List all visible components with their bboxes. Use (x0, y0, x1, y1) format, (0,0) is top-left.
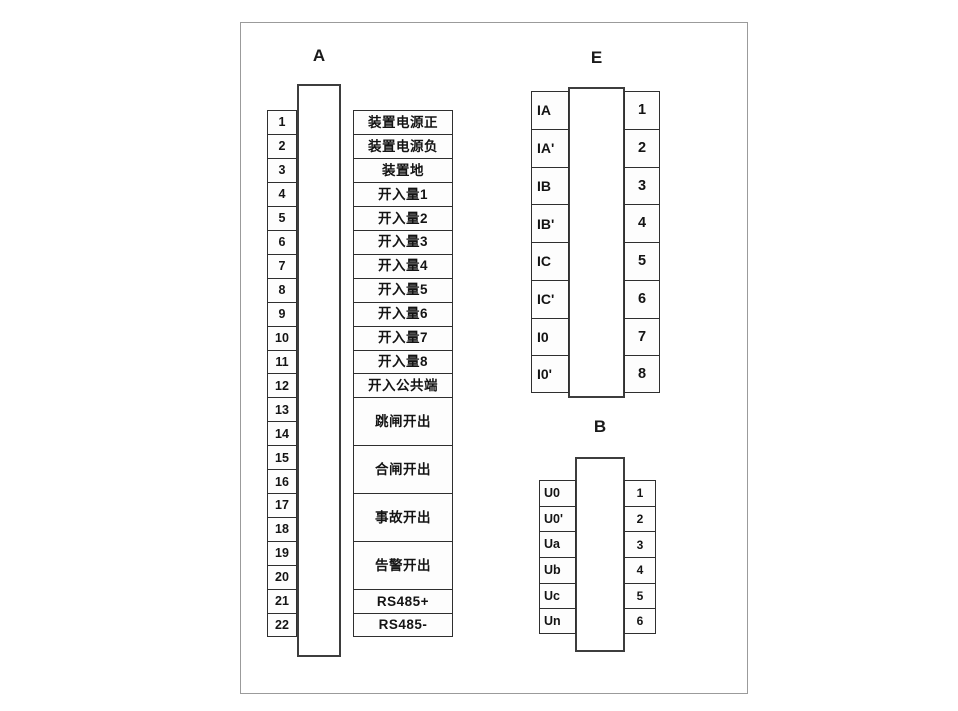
terminal-pin-a-20: 20 (267, 565, 297, 590)
terminal-pin-a-17: 17 (267, 493, 297, 518)
terminal-label-a-9: 开入量6 (353, 301, 453, 326)
terminal-pin-a-7: 7 (267, 253, 297, 278)
terminal-pin-a-18: 18 (267, 517, 297, 542)
terminal-label-e-5: IC (531, 242, 569, 280)
terminal-pin-b-6: 6 (624, 608, 656, 634)
terminal-pin-e-8: 8 (624, 355, 660, 393)
terminal-label-e-7: I0 (531, 317, 569, 356)
terminal-pin-e-7: 7 (624, 317, 660, 356)
terminal-pin-b-3: 3 (624, 531, 656, 557)
terminal-label-b-4: Ub (539, 556, 576, 583)
terminal-pin-a-10: 10 (267, 325, 297, 350)
terminal-label-a-5: 开入量2 (353, 205, 453, 230)
terminal-pin-a-16: 16 (267, 469, 297, 494)
terminal-pin-e-3: 3 (624, 166, 660, 205)
terminal-label-a-8: 开入量5 (353, 277, 453, 302)
terminal-pin-a-14: 14 (267, 421, 297, 446)
connector-body-a (297, 84, 341, 657)
terminal-pin-e-6: 6 (624, 279, 660, 318)
terminal-pin-e-4: 4 (624, 204, 660, 242)
terminal-label-e-4: IB' (531, 204, 569, 242)
terminal-label-e-3: IB (531, 166, 569, 205)
terminal-label-a-3: 装置地 (353, 157, 453, 182)
terminal-label-a-18: RS485- (353, 613, 453, 637)
terminal-pin-b-1: 1 (624, 480, 656, 506)
terminal-label-e-6: IC' (531, 279, 569, 318)
terminal-label-a-6: 开入量3 (353, 229, 453, 254)
terminal-label-a-13: 跳闸开出 (353, 397, 453, 446)
terminal-pin-a-2: 2 (267, 133, 297, 158)
terminal-label-a-11: 开入量8 (353, 349, 453, 374)
block-e-title: E (590, 48, 603, 67)
terminal-pin-a-6: 6 (267, 229, 297, 254)
terminal-label-a-10: 开入量7 (353, 325, 453, 350)
terminal-label-a-16: 告警开出 (353, 541, 453, 590)
terminal-pin-a-11: 11 (267, 349, 297, 374)
block-b-title: B (593, 417, 607, 436)
terminal-label-e-1: IA (531, 91, 569, 129)
terminal-pin-a-19: 19 (267, 541, 297, 566)
terminal-pin-e-5: 5 (624, 242, 660, 280)
terminal-label-a-14: 合闸开出 (353, 445, 453, 494)
terminal-label-b-3: Ua (539, 531, 576, 557)
terminal-pin-a-21: 21 (267, 589, 297, 614)
terminal-label-a-2: 装置电源负 (353, 133, 453, 158)
terminal-pin-a-13: 13 (267, 397, 297, 422)
terminal-label-a-17: RS485+ (353, 589, 453, 614)
connector-body-e (568, 87, 625, 398)
terminal-label-b-6: Un (539, 608, 576, 634)
terminal-label-e-8: I0' (531, 355, 569, 393)
terminal-pin-e-1: 1 (624, 91, 660, 129)
terminal-pin-a-4: 4 (267, 181, 297, 206)
terminal-pin-e-2: 2 (624, 128, 660, 167)
block-a-title: A (312, 46, 326, 65)
terminal-label-e-2: IA' (531, 128, 569, 167)
terminal-label-a-12: 开入公共端 (353, 373, 453, 398)
terminal-label-a-4: 开入量1 (353, 181, 453, 206)
terminal-pin-a-5: 5 (267, 205, 297, 230)
terminal-label-a-1: 装置电源正 (353, 110, 453, 134)
terminal-pin-a-3: 3 (267, 157, 297, 182)
terminal-label-b-2: U0' (539, 505, 576, 532)
terminal-pin-a-8: 8 (267, 277, 297, 302)
terminal-label-a-15: 事故开出 (353, 493, 453, 542)
terminal-pin-a-15: 15 (267, 445, 297, 470)
terminal-pin-a-22: 22 (267, 613, 297, 637)
terminal-pin-b-2: 2 (624, 505, 656, 532)
terminal-label-b-1: U0 (539, 480, 576, 506)
terminal-label-a-7: 开入量4 (353, 253, 453, 278)
terminal-pin-a-12: 12 (267, 373, 297, 398)
terminal-pin-a-1: 1 (267, 110, 297, 134)
terminal-label-b-5: Uc (539, 582, 576, 609)
connector-body-b (575, 457, 625, 652)
terminal-pin-b-4: 4 (624, 556, 656, 583)
terminal-pin-a-9: 9 (267, 301, 297, 326)
terminal-pin-b-5: 5 (624, 582, 656, 609)
